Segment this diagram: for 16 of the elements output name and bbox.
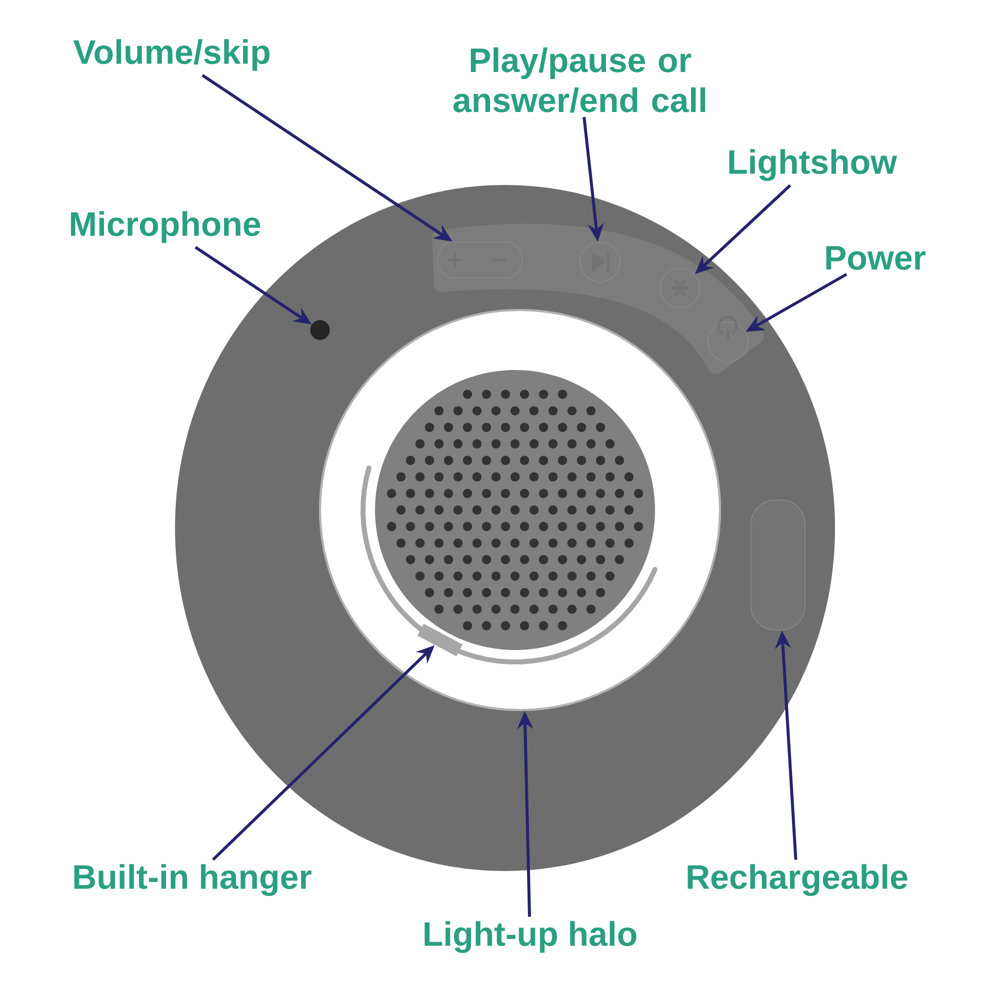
callout-label: Lightshow: [729, 149, 898, 181]
power-button: [708, 316, 748, 362]
hanger-bar: [417, 624, 463, 656]
callout-label: Power: [826, 246, 926, 270]
callout-label: Microphone: [70, 211, 260, 243]
callout-label: Light-up halo: [424, 921, 636, 953]
volume-button: [438, 242, 522, 278]
callout-label: Play/pause or answer/end call: [453, 47, 706, 113]
callout-label: Volume/skip: [73, 39, 270, 71]
lightshow-button: [660, 268, 700, 308]
play-button: [580, 242, 620, 282]
light-halo: [319, 309, 722, 711]
microphone-hole: [310, 320, 330, 340]
callout-label: Built-in hanger: [74, 864, 312, 896]
callout-label: Rechargeable: [688, 864, 908, 896]
port-cover: [750, 500, 806, 630]
